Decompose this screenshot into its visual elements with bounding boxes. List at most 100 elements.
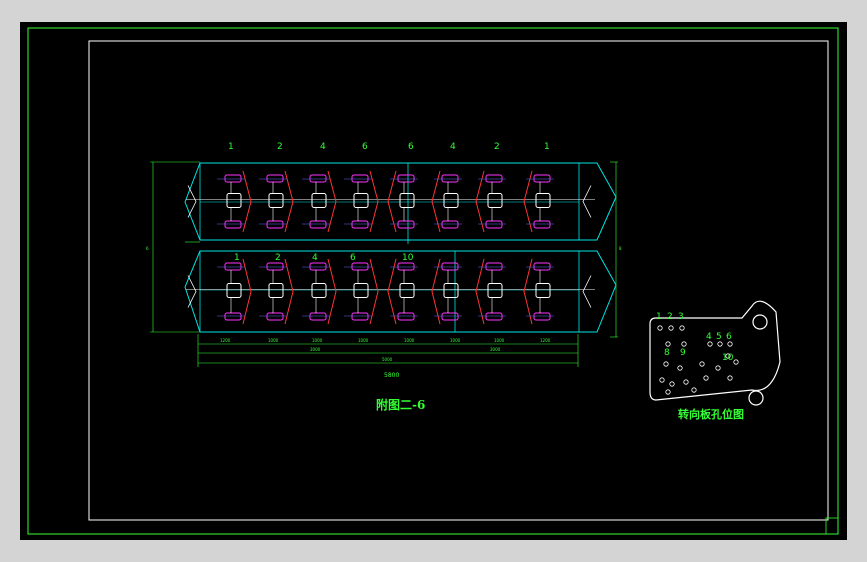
- vertical-dim-right: 8: [619, 246, 622, 251]
- part-group: [387, 258, 418, 325]
- clamp-top: [441, 174, 459, 183]
- clamp-top: [266, 262, 284, 271]
- clamp-top: [441, 262, 459, 271]
- row2-number: 10: [402, 253, 414, 263]
- clamp-bottom: [266, 220, 284, 229]
- bearing-block: [268, 283, 284, 298]
- deflector-arm: [431, 258, 441, 325]
- end-wedge: [582, 275, 592, 308]
- dimension-lines: [150, 161, 618, 367]
- plate-number: 5: [716, 332, 722, 342]
- plate-hole: [683, 379, 689, 385]
- end-wedge: [582, 185, 592, 218]
- dim-label: 1000: [494, 338, 505, 343]
- plate-lug-hole: [748, 390, 764, 406]
- part-group: [259, 258, 294, 325]
- col-number: 1: [228, 142, 234, 152]
- clamp-bottom: [351, 220, 369, 229]
- bearing-block: [535, 283, 551, 298]
- plate-hole: [657, 325, 663, 331]
- dim-label: 1200: [220, 338, 231, 343]
- dim-overall: 5800: [384, 372, 399, 379]
- col-number: 4: [320, 142, 326, 152]
- plate-hole: [665, 341, 671, 347]
- plate-hole: [717, 341, 723, 347]
- deflector-arm: [475, 258, 485, 325]
- clamp-bottom: [309, 220, 327, 229]
- deflector-arm: [242, 258, 252, 325]
- bearing-block: [399, 193, 415, 208]
- plate-hole: [677, 365, 683, 371]
- clamp-top: [351, 262, 369, 271]
- bearing-block: [226, 193, 242, 208]
- plate-hole: [668, 325, 674, 331]
- plate-number: 8: [664, 348, 670, 358]
- part-group: [344, 170, 379, 233]
- plate-caption: 转向板孔位图: [678, 407, 744, 421]
- assembly-rows: [184, 162, 617, 333]
- vertical-dim: 6: [146, 246, 149, 251]
- plate-hole: [659, 377, 665, 383]
- clamp-top: [309, 262, 327, 271]
- clamp-bottom: [397, 312, 415, 321]
- part-group: [387, 170, 418, 233]
- col-number: 2: [277, 142, 283, 152]
- dim-label: 1200: [540, 338, 551, 343]
- deflector-arm: [242, 170, 252, 233]
- col-number: 6: [408, 142, 414, 152]
- dim-label: 1000: [450, 338, 461, 343]
- clamp-top: [397, 262, 415, 271]
- col-number: 6: [362, 142, 368, 152]
- clamp-top: [485, 174, 503, 183]
- plate-number: 2: [667, 312, 673, 322]
- row2-number: 1: [234, 253, 240, 263]
- clamp-bottom: [533, 312, 551, 321]
- dim-label: 1000: [268, 338, 279, 343]
- deflector-arm: [387, 170, 397, 233]
- part-group: [217, 170, 252, 233]
- part-group: [431, 258, 462, 325]
- plate-hole: [663, 361, 669, 367]
- bearing-block: [487, 193, 503, 208]
- row2-number: 6: [350, 253, 356, 263]
- clamp-bottom: [224, 312, 242, 321]
- clamp-top: [266, 174, 284, 183]
- row-1-outline: [184, 162, 617, 241]
- deflector-arm: [387, 258, 397, 325]
- row2-number-row: 1 2 4 6 10: [234, 253, 414, 263]
- part-group: [302, 258, 337, 325]
- outer-border: [27, 27, 839, 535]
- drawing-sheet: 1 2 4 6 6 4 2 1 6 8 1200: [20, 22, 847, 540]
- plate-number: 9: [680, 348, 686, 358]
- plate-hole: [727, 375, 733, 381]
- part-group: [523, 170, 554, 233]
- part-group: [344, 258, 379, 325]
- bearing-block: [443, 193, 459, 208]
- plate-hole: [665, 389, 671, 395]
- col-number: 1: [544, 142, 550, 152]
- turning-plate: 1 2 3 4 5 6 8 9 10: [649, 300, 781, 406]
- plate-number: 10: [722, 353, 734, 363]
- clamp-bottom: [485, 312, 503, 321]
- plate-hole: [707, 341, 713, 347]
- plate-number: 1: [656, 312, 662, 322]
- plate-hole: [725, 353, 731, 359]
- cad-drawing: 1 2 4 6 6 4 2 1 6 8 1200: [27, 27, 839, 535]
- dimension-labels: 1200 1000 1000 1000 1000 1000 1000 1200 …: [220, 338, 551, 379]
- deflector-arm: [369, 258, 379, 325]
- part-group: [259, 170, 294, 233]
- part-group: [217, 258, 252, 325]
- part-group: [475, 258, 506, 325]
- clamp-bottom: [441, 312, 459, 321]
- clamp-top: [224, 174, 242, 183]
- plate-outline: [649, 300, 781, 401]
- clamp-bottom: [441, 220, 459, 229]
- clamp-bottom: [309, 312, 327, 321]
- deflector-arm: [327, 170, 337, 233]
- bearing-block: [311, 193, 327, 208]
- plate-holes: [657, 325, 739, 395]
- col-number: 4: [450, 142, 456, 152]
- dim-label: 1000: [404, 338, 415, 343]
- plate-lug-hole: [752, 314, 768, 330]
- corner-mark: [825, 517, 839, 535]
